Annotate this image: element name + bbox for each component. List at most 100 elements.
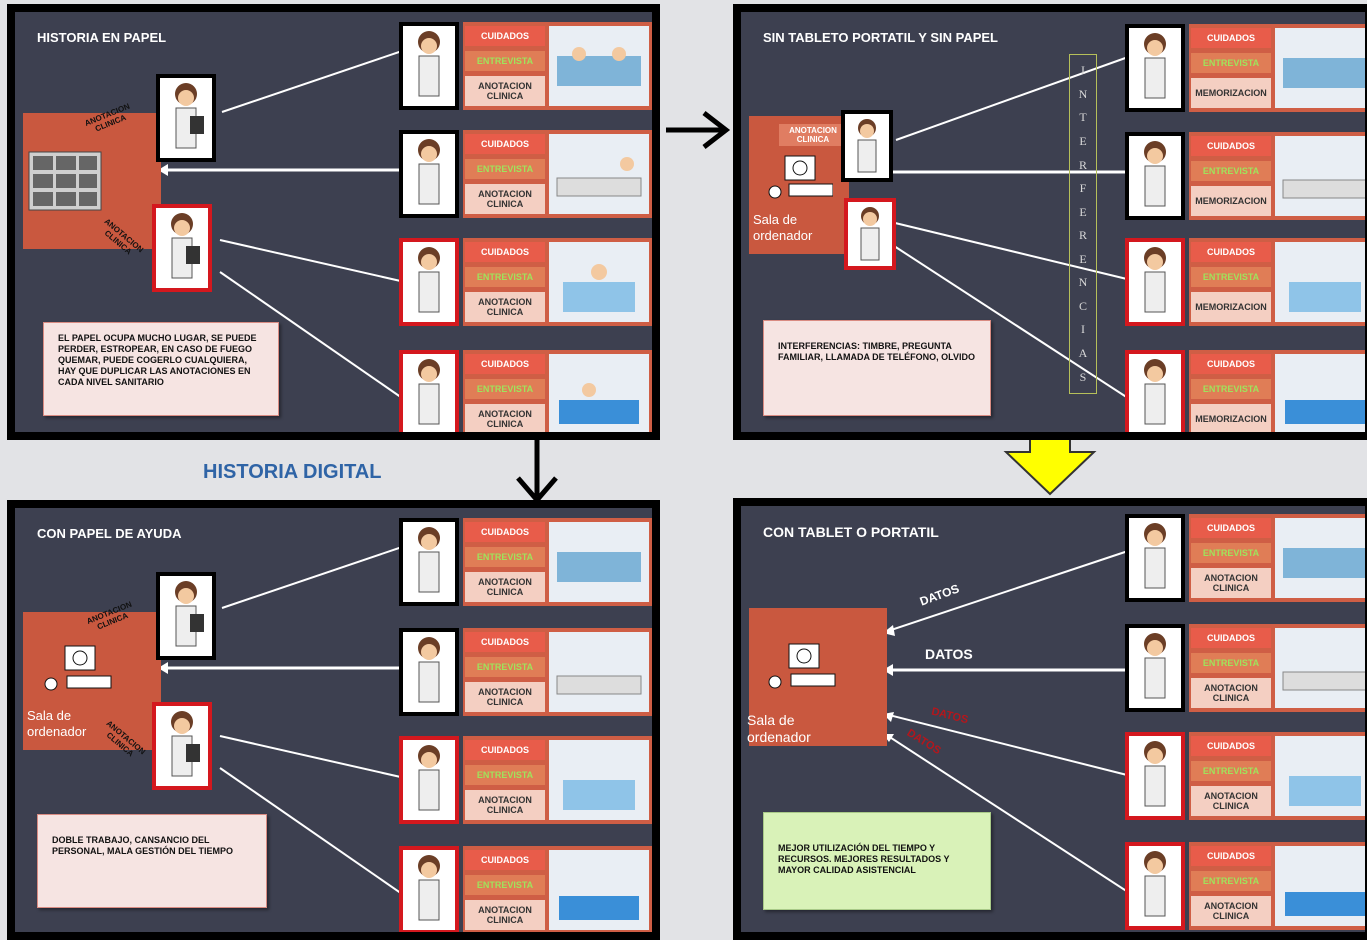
anotacion-chip: ANOTACION CLINICA — [1191, 786, 1271, 816]
nurse-icon — [418, 247, 440, 313]
interferencias-letter: E — [1079, 204, 1087, 219]
right-arrow-icon — [666, 111, 731, 149]
anotacion-chip: ANOTACION CLINICA — [465, 184, 545, 214]
connection-lines — [883, 549, 1132, 895]
interferencias-letter: N — [1078, 275, 1088, 290]
cuidados-chip: CUIDADOS — [1191, 28, 1271, 48]
cuidados-chip: CUIDADOS — [465, 242, 545, 262]
entrevista-chip: ENTREVISTA — [1191, 543, 1271, 563]
entrevista-chip: ENTREVISTA — [465, 657, 545, 677]
down-arrow-icon — [516, 440, 558, 504]
patient-bed-image — [549, 850, 649, 930]
patient-bed-image — [1275, 628, 1365, 708]
entrevista-chip: ENTREVISTA — [465, 379, 545, 399]
nurse-frame — [1125, 350, 1185, 432]
datos-label: DATOS — [925, 646, 973, 662]
patient-bed-image — [1275, 28, 1365, 108]
care-row: CUIDADOS ENTREVISTA ANOTACION CLINICA — [1125, 514, 1365, 606]
nurse-icon — [175, 581, 204, 647]
cuidados-chip: CUIDADOS — [1191, 736, 1271, 756]
nurse-icon — [418, 637, 440, 703]
anotacion-chip: ANOTACION CLINICA — [465, 292, 545, 322]
cuidados-chip: CUIDADOS — [465, 850, 545, 870]
cuidados-chip: CUIDADOS — [465, 740, 545, 760]
care-row: CUIDADOS ENTREVISTA ANOTACION CLINICA — [1125, 624, 1365, 716]
panel-sin-tablet: SIN TABLETO PORTATIL Y SIN PAPEL ANOTACI… — [733, 4, 1367, 440]
info-note: DOBLE TRABAJO, CANSANCIO DEL PERSONAL, M… — [37, 814, 267, 908]
entrevista-chip: ENTREVISTA — [1191, 53, 1271, 73]
filing-cabinet-icon — [28, 151, 102, 211]
info-note: EL PAPEL OCUPA MUCHO LUGAR, SE PUEDE PER… — [43, 322, 279, 416]
anotacion-chip: ANOTACION CLINICA — [465, 900, 545, 930]
panel-title: HISTORIA EN PAPEL — [37, 30, 167, 45]
patient-bed-image — [1275, 136, 1365, 216]
nurse-frame — [399, 628, 459, 716]
patient-bed-image — [1275, 846, 1365, 926]
nurse-icon — [418, 139, 440, 205]
nurse-frame — [1125, 624, 1185, 712]
nurse-frame — [399, 846, 459, 932]
nurse-icon — [418, 31, 440, 97]
care-row: CUIDADOS ENTREVISTA ANOTACION CLINICA — [399, 736, 652, 828]
patient-bed-image — [549, 134, 649, 214]
memorizacion-chip: MEMORIZACION — [1191, 78, 1271, 108]
patient-bed-image — [549, 26, 649, 106]
nurse-card — [152, 702, 212, 790]
interferencias-letter: S — [1079, 369, 1087, 384]
nurse-icon — [1144, 523, 1166, 589]
nurse-frame — [399, 22, 459, 110]
interferencias-letter: R — [1078, 157, 1087, 172]
nurse-frame — [1125, 842, 1185, 930]
computer-icon — [768, 643, 836, 689]
nurse-icon — [1144, 633, 1166, 699]
cuidados-chip: CUIDADOS — [1191, 518, 1271, 538]
entrevista-chip: ENTREVISTA — [465, 51, 545, 71]
anotacion-chip: ANOTACION CLINICA — [1191, 568, 1271, 598]
patient-bed-image — [549, 242, 649, 322]
interferencias-letter: I — [1081, 322, 1085, 337]
entrevista-chip: ENTREVISTA — [1191, 379, 1271, 399]
nurse-icon — [171, 213, 200, 279]
info-note: MEJOR UTILIZACIÓN DEL TIEMPO Y RECURSOS.… — [763, 812, 991, 910]
memorizacion-chip: MEMORIZACION — [1191, 404, 1271, 432]
care-row: CUIDADOS ENTREVISTA ANOTACION CLINICA — [399, 628, 652, 720]
nurse-frame — [399, 736, 459, 824]
nurse-icon — [171, 711, 200, 777]
care-row: CUIDADOS ENTREVISTA ANOTACION CLINICA — [399, 22, 652, 114]
cuidados-chip: CUIDADOS — [1191, 628, 1271, 648]
anotacion-chip: ANOTACION CLINICA — [465, 404, 545, 432]
interferencias-letter: C — [1078, 298, 1087, 313]
interferencias-letter: F — [1079, 181, 1087, 196]
nurse-card — [156, 572, 216, 660]
interferencias-letter: N — [1078, 86, 1088, 101]
nurse-frame — [399, 518, 459, 606]
interferencias-letter: T — [1079, 110, 1087, 125]
care-row: CUIDADOS ENTREVISTA ANOTACION CLINICA — [1125, 732, 1365, 824]
entrevista-chip: ENTREVISTA — [1191, 161, 1271, 181]
entrevista-chip: ENTREVISTA — [1191, 761, 1271, 781]
care-row: CUIDADOS ENTREVISTA ANOTACION CLINICA — [399, 350, 652, 432]
nurse-icon — [175, 83, 204, 149]
anotacion-chip: ANOTACION CLINICA — [1191, 678, 1271, 708]
entrevista-chip: ENTREVISTA — [465, 765, 545, 785]
panel-title: CON TABLET O PORTATIL — [763, 524, 939, 540]
nurse-icon — [1144, 33, 1166, 99]
nurse-frame — [1125, 132, 1185, 220]
nurse-icon — [1144, 247, 1166, 313]
anotacion-chip: ANOTACION CLINICA — [465, 682, 545, 712]
anotacion-chip: ANOTACION CLINICA — [465, 790, 545, 820]
panel-title: SIN TABLETO PORTATIL Y SIN PAPEL — [763, 30, 998, 45]
nurse-icon — [418, 855, 440, 921]
nurse-card — [152, 204, 212, 292]
memorizacion-chip: MEMORIZACION — [1191, 292, 1271, 322]
nurse-frame — [399, 350, 459, 432]
entrevista-chip: ENTREVISTA — [465, 159, 545, 179]
nurse-card — [844, 198, 896, 270]
anotacion-room-label: ANOTACION CLINICA — [779, 124, 847, 146]
nurse-card — [156, 74, 216, 162]
memorizacion-chip: MEMORIZACION — [1191, 186, 1271, 216]
